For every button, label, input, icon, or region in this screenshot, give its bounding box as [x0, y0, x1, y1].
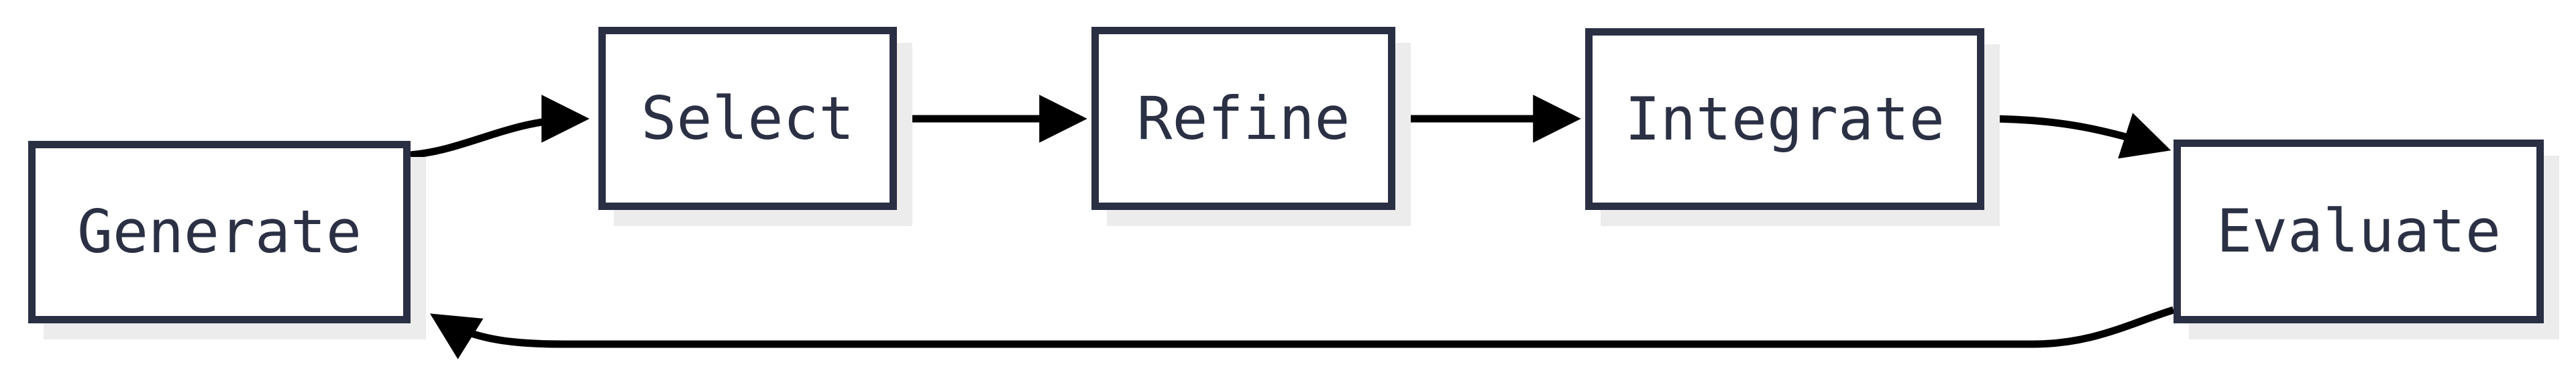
edge-evaluate-generate-feedback [429, 306, 2175, 360]
node-integrate: Integrate [1585, 28, 1984, 210]
node-evaluate: Evaluate [2174, 140, 2544, 323]
node-refine-label: Refine [1136, 83, 1350, 153]
node-evaluate-label: Evaluate [2216, 197, 2501, 266]
node-generate-label: Generate [77, 197, 362, 266]
node-select: Select [598, 27, 897, 210]
edge-generate-select [410, 95, 590, 159]
node-generate: Generate [28, 141, 411, 323]
node-select-label: Select [641, 83, 855, 153]
node-integrate-label: Integrate [1625, 84, 1945, 154]
edge-integrate-evaluate [1984, 113, 2171, 159]
node-refine: Refine [1091, 27, 1395, 210]
